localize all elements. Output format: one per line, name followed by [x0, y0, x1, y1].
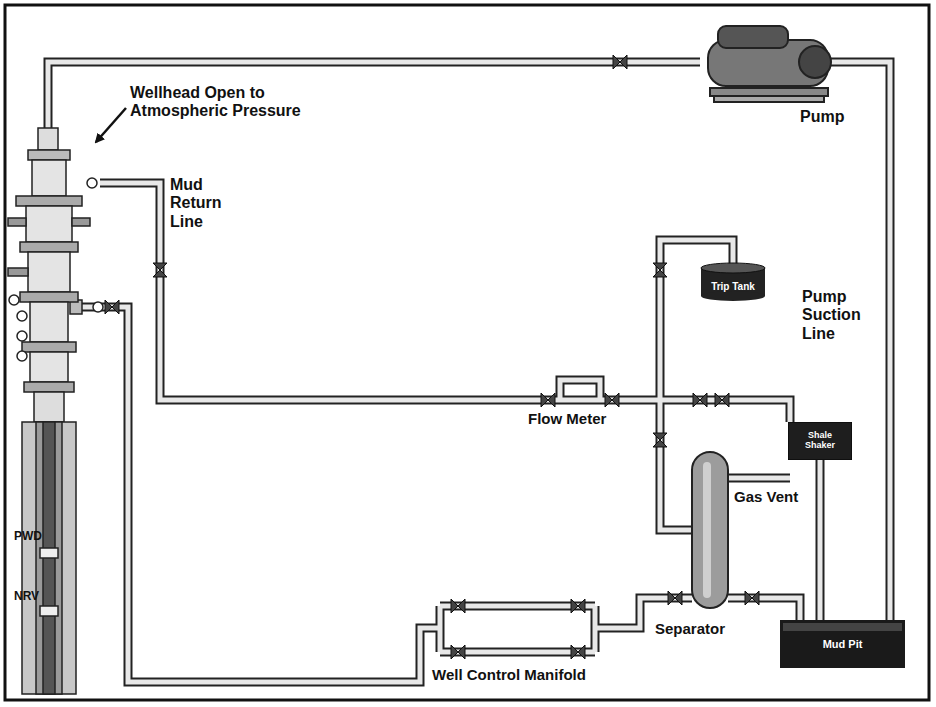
equipment-box: Shale Shaker	[788, 422, 852, 460]
part-label: Well Control Manifold	[432, 666, 672, 683]
valve-symbol	[668, 591, 682, 605]
part-label: Pump	[800, 108, 880, 126]
valve-symbol	[571, 599, 585, 613]
valve-symbol	[451, 599, 465, 613]
pump-symbol	[708, 26, 831, 102]
trip-tank: Trip Tank	[700, 262, 766, 302]
valve-symbol	[153, 263, 167, 277]
mud-pit: Mud Pit	[780, 620, 905, 668]
valve-symbol	[745, 591, 759, 605]
pipe-outline	[48, 62, 890, 682]
part-label: Wellhead Open to Atmospheric Pressure	[130, 84, 330, 121]
well-stack	[8, 128, 90, 694]
part-label: PWD	[14, 530, 54, 544]
part-label: NRV	[14, 590, 54, 604]
pointer-arrow	[96, 108, 126, 142]
valve-symbol	[613, 55, 627, 69]
equipment-name: Mud Pit	[823, 638, 863, 650]
pipe-connector	[820, 460, 821, 620]
valve-symbol	[571, 645, 585, 659]
valve-symbol	[693, 393, 707, 407]
part-label: Mud Return Line	[170, 176, 240, 231]
pipe-bore	[48, 62, 890, 682]
part-label: Gas Vent	[734, 488, 824, 505]
part-label: Pump Suction Line	[802, 288, 882, 343]
valve-symbol	[105, 300, 119, 314]
valve-symbol	[715, 393, 729, 407]
part-label: Flow Meter	[528, 410, 638, 427]
frame-border	[5, 5, 929, 700]
stack-valves	[9, 178, 103, 361]
valve-symbol	[653, 433, 667, 447]
valve-symbol	[451, 645, 465, 659]
separator-vessel	[692, 452, 728, 608]
valve-symbol	[541, 393, 555, 407]
valve-symbol	[653, 263, 667, 277]
part-label: Separator	[655, 620, 755, 637]
equipment-name: Shale Shaker	[792, 431, 848, 451]
valve-group	[105, 55, 759, 659]
valve-symbol	[605, 393, 619, 407]
equipment-name: Trip Tank	[711, 281, 755, 292]
